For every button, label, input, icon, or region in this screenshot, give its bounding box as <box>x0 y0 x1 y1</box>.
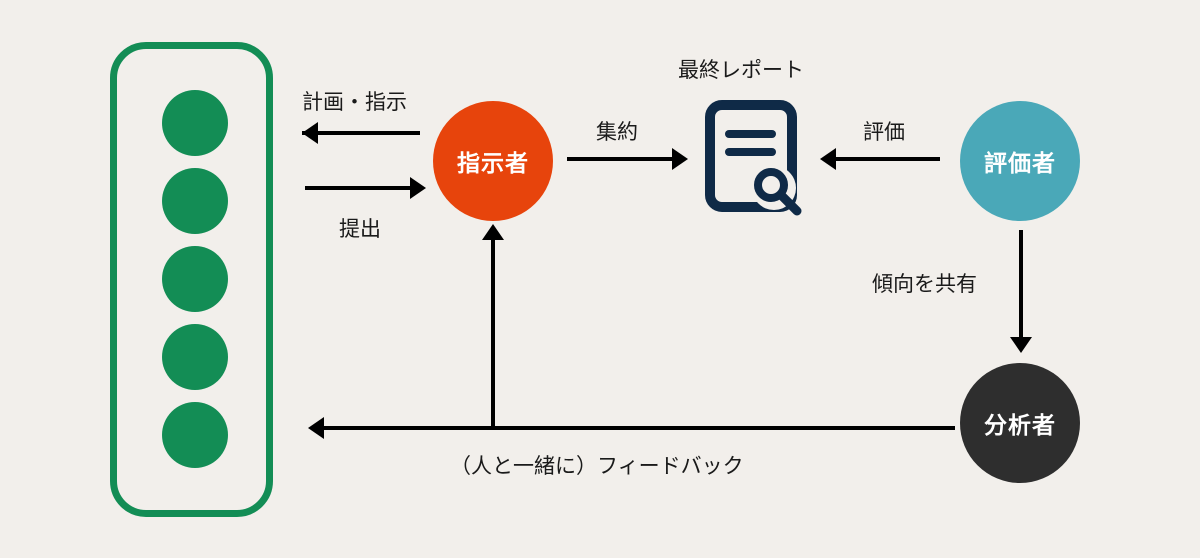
edge-label-evaluate: 評価 <box>863 120 905 144</box>
report-title: 最終レポート <box>678 58 804 82</box>
worker-dot <box>162 402 228 468</box>
node-analyst: 分析者 <box>960 363 1080 483</box>
node-director: 指示者 <box>433 101 553 221</box>
worker-dot <box>162 168 228 234</box>
edge-label-submit: 提出 <box>339 217 381 241</box>
worker-dot <box>162 90 228 156</box>
node-evaluator-label: 評価者 <box>984 151 1056 177</box>
edge-label-feedback: （人と一緒に）フィードバック <box>450 454 744 478</box>
edge-label-share-trends: 傾向を共有 <box>872 272 977 296</box>
edge-label-aggregate: 集約 <box>596 120 638 144</box>
document-search-icon <box>705 100 802 216</box>
worker-dot <box>162 324 228 390</box>
node-director-label: 指示者 <box>457 151 529 177</box>
worker-dot <box>162 246 228 312</box>
worker-group-box <box>110 42 273 517</box>
node-evaluator: 評価者 <box>960 101 1080 221</box>
edge-label-plan-instruct: 計画・指示 <box>302 90 407 114</box>
node-analyst-label: 分析者 <box>984 413 1056 439</box>
